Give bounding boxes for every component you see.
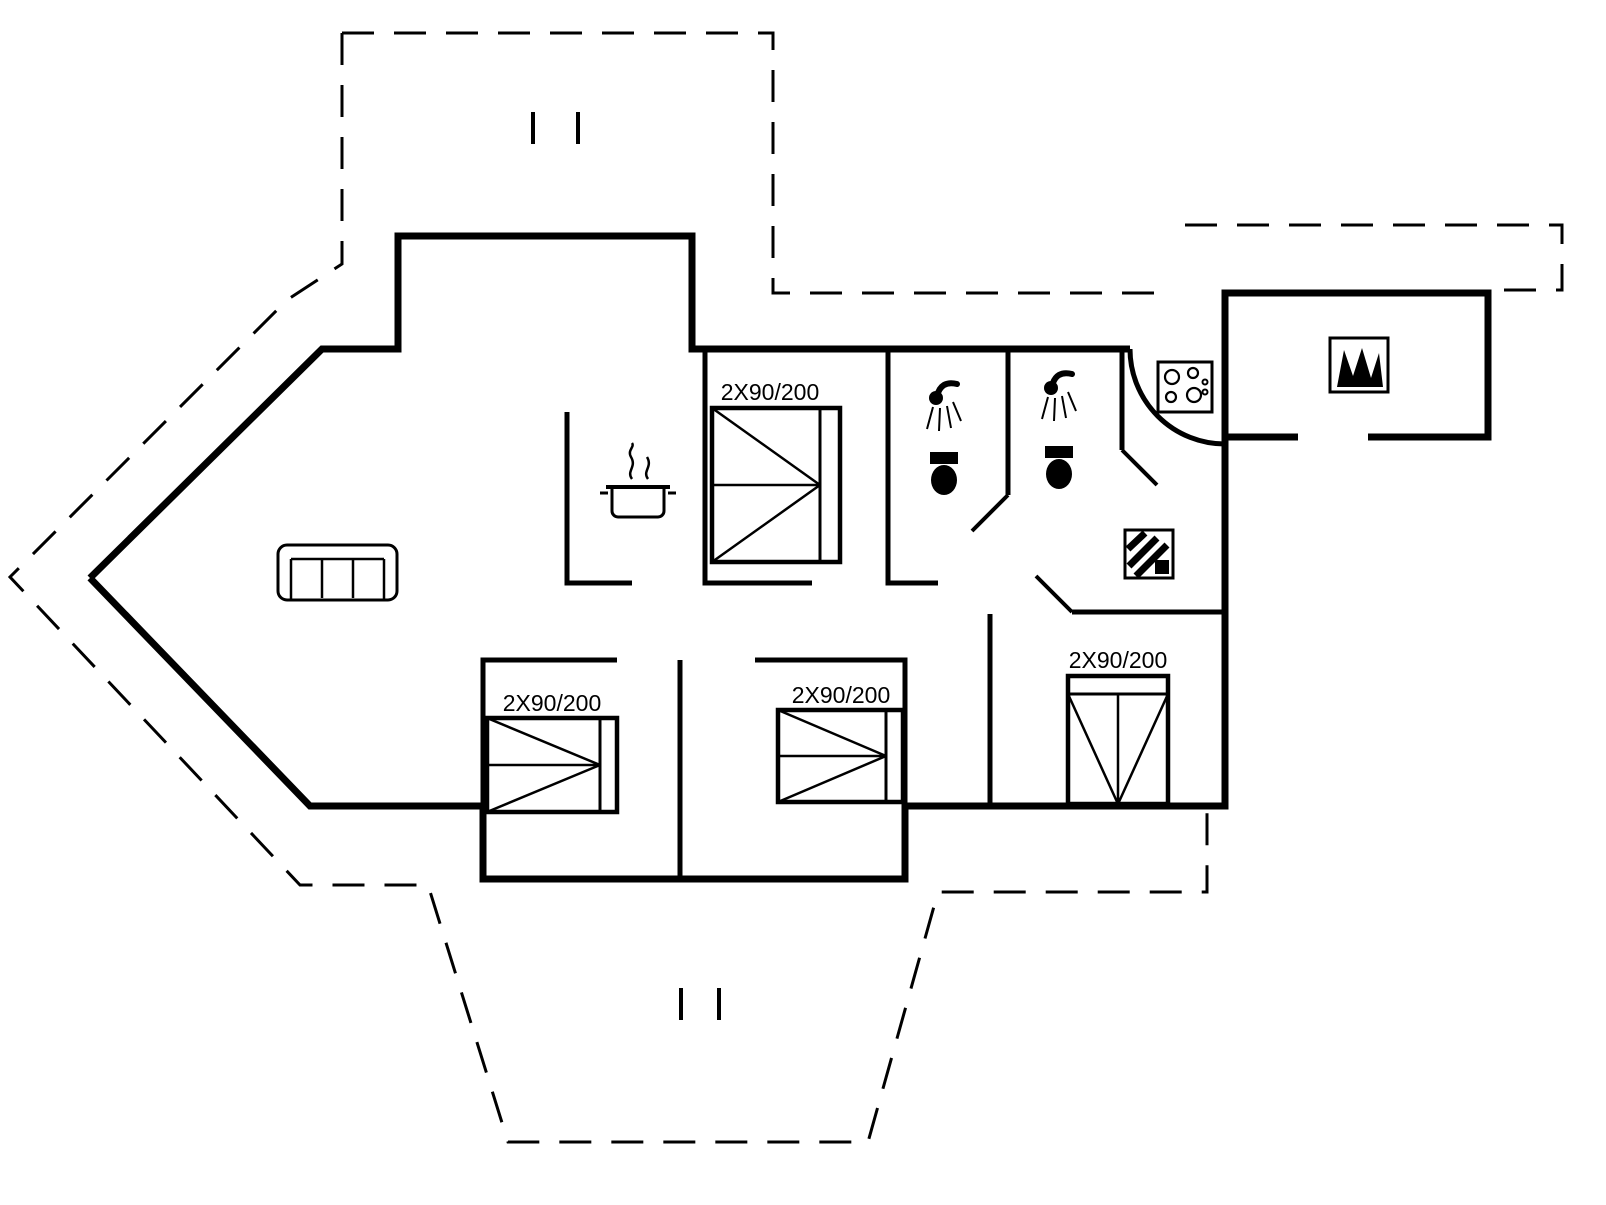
toilet-tank <box>1045 446 1073 458</box>
bed-size-label: 2X90/200 <box>1069 647 1167 673</box>
hob-icon <box>1156 360 1214 414</box>
shower-spray <box>1041 391 1077 422</box>
bed-size-label: 2X90/200 <box>792 682 890 708</box>
bedroom-bottom-left-walls <box>480 657 617 806</box>
exterior-wall-bottom <box>87 349 1229 883</box>
terrace-boundary-top <box>342 31 1168 295</box>
bed-bottom-right: 2X90/200 <box>1065 647 1171 807</box>
terrace-boundary-right <box>1185 223 1564 292</box>
hob-burner <box>1163 368 1181 386</box>
door-leaf <box>1034 574 1074 614</box>
door-arc <box>1127 348 1226 447</box>
hob-knob <box>1201 388 1209 396</box>
shower-icon-1 <box>926 380 962 432</box>
bathroom1-wall <box>885 349 938 586</box>
double-bed-icon <box>709 405 843 565</box>
shower-icon-2 <box>1041 370 1077 422</box>
terrace-boundary-left-bottom <box>7 33 1209 1144</box>
wood-stove-icon <box>1328 336 1390 394</box>
bed-mattress-lines <box>777 708 887 804</box>
terrace-gate-marks-bottom <box>679 988 721 1020</box>
hob-panel <box>1156 360 1214 414</box>
hob-burner <box>1186 366 1200 380</box>
hob-burner <box>1164 390 1178 404</box>
sofa-body <box>276 543 399 602</box>
washer-stripe <box>1125 530 1148 552</box>
terrace-boundary <box>7 31 1564 1144</box>
steam-line <box>644 456 651 480</box>
bed-bottom-middle: 2X90/200 <box>775 682 906 805</box>
shower-head <box>929 391 943 405</box>
exterior-walls <box>87 232 1492 883</box>
bed-mattress-lines <box>711 406 821 564</box>
cooking-pot-icon <box>600 442 676 519</box>
steam-line <box>628 442 635 480</box>
exterior-wall-top <box>87 232 1130 581</box>
door-leaf <box>970 493 1010 533</box>
annex-walls <box>1221 289 1492 441</box>
bed-size-label: 2X90/200 <box>721 379 819 405</box>
double-bed-icon <box>775 707 906 805</box>
bed-mattress-lines <box>486 716 601 814</box>
interior-walls <box>480 349 1225 879</box>
shower-spray <box>926 401 962 432</box>
stove-flames <box>1337 348 1383 387</box>
bed-top: 2X90/200 <box>709 379 843 565</box>
toilet-bowl <box>1046 459 1072 489</box>
bedroom-top-left-wall <box>702 349 812 586</box>
bed-size-label: 2X90/200 <box>503 690 601 716</box>
washing-machine-icon <box>1123 528 1175 580</box>
washer-detail <box>1155 560 1169 574</box>
door-leaf <box>1120 448 1159 487</box>
hob-knob <box>1201 378 1209 386</box>
door-leaves <box>970 448 1159 614</box>
toilet-icon-2 <box>1045 446 1073 489</box>
kitchen-partition-wall <box>564 412 632 586</box>
toilet-tank <box>930 452 958 464</box>
double-bed-icon <box>484 715 620 815</box>
terrace-gate-marks-top <box>531 112 580 144</box>
bed-mattress-lines <box>1066 693 1170 805</box>
washer-stripe <box>1126 535 1160 569</box>
toilet-bowl <box>931 465 957 495</box>
pot-body <box>610 487 666 519</box>
bed-bottom-left: 2X90/200 <box>484 690 620 815</box>
hob-burner <box>1185 386 1203 404</box>
double-bed-icon <box>1065 673 1171 807</box>
washer-stripe <box>1133 542 1170 579</box>
shower-head <box>1044 381 1058 395</box>
sofa-icon <box>276 543 399 602</box>
toilet-icon-1 <box>930 452 958 495</box>
